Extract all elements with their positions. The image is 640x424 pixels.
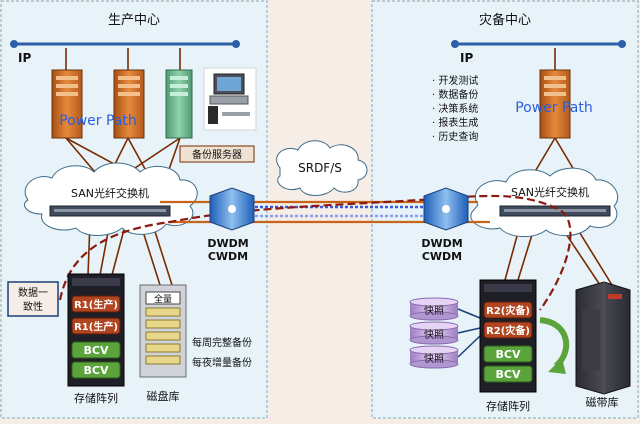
right-r2-disk-1 [483,301,533,319]
backup-arrow-head [548,358,566,374]
srdf-label: SRDF/S [298,161,342,175]
left-bcv-disk-2 [71,361,121,379]
tape-library [575,281,631,395]
right-r2-disk-2 [483,321,533,339]
snapshot-label-2: 快照 [424,329,444,341]
disk-library-label: 磁盘库 [147,389,180,403]
snapshot-label-3: 快照 [424,353,444,365]
left-bcv-label-2: BCV [84,364,109,377]
left-bcv-label-1: BCV [84,344,109,357]
right-bcv-disk-1 [483,345,533,363]
backup-workstation-icon [203,67,257,131]
right-r2-label-1: R2(灾备) [486,304,530,317]
use-item-decision: · 决策系统 [432,102,478,115]
right-power-path: Power Path [515,100,593,116]
left-san-label: SAN光纤交换机 [71,186,149,200]
right-r2-label-2: R2(灾备) [486,324,530,337]
snapshot-arrows [457,308,481,358]
right-bcv-disk-2 [483,365,533,383]
right-title: 灾备中心 [479,12,531,28]
weekly-full-label: 每周完整备份 [192,336,252,349]
use-item-history: · 历史查询 [432,130,478,143]
left-bcv-disk-1 [71,341,121,359]
consistency-line-2: 致性 [23,300,43,313]
right-ip-label: IP [460,51,473,65]
left-dwdm-label: DWDM [207,237,248,250]
left-cwdm-label: CWDM [208,250,248,263]
full-backup-label: 全量 [154,293,172,305]
left-ip-line [10,40,240,48]
left-server-2 [113,69,145,139]
right-wdm-icon [423,187,469,231]
use-item-reports: · 报表生成 [432,116,478,129]
left-ip-label: IP [18,51,31,65]
right-ip-line [451,40,626,48]
backup-server-box [179,145,255,163]
replication-path [58,194,572,311]
left-r1-disk-2 [71,317,121,335]
right-bcv-label-2: BCV [496,368,521,381]
tape-library-label: 磁带库 [586,396,619,409]
left-san-cloud [24,162,198,236]
left-title: 生产中心 [108,13,160,28]
left-power-path: Power Path [59,113,137,129]
left-r1-disk-1 [71,295,121,313]
left-wdm-icon [209,187,255,231]
srdf-cloud [276,140,368,196]
right-storage-label: 存储阵列 [486,399,530,413]
right-san-label: SAN光纤交换机 [511,185,589,199]
consistency-line-1: 数据一 [18,286,48,299]
left-r1-label-2: R1(生产) [74,320,118,333]
right-dwdm-label: DWDM [421,237,462,250]
disk-library [139,284,187,378]
right-server [539,69,571,139]
snapshot-cylinder-3 [409,345,459,369]
backup-server-label: 备份服务器 [192,148,242,161]
right-bcv-label-1: BCV [496,348,521,361]
left-server-1 [51,69,83,139]
right-cwdm-label: CWDM [422,250,462,263]
left-r1-label-1: R1(生产) [74,298,118,311]
left-server-3 [165,69,193,139]
snapshot-label-1: 快照 [424,305,444,317]
nightly-incremental-label: 每夜增量备份 [192,356,252,369]
consistency-box [7,281,59,317]
snapshot-cylinder-2 [409,321,459,345]
use-item-data-backup: · 数据备份 [432,88,478,101]
use-item-dev-test: · 开发测试 [432,74,478,87]
snapshot-cylinder-1 [409,297,459,321]
left-storage-label: 存储阵列 [74,391,118,405]
